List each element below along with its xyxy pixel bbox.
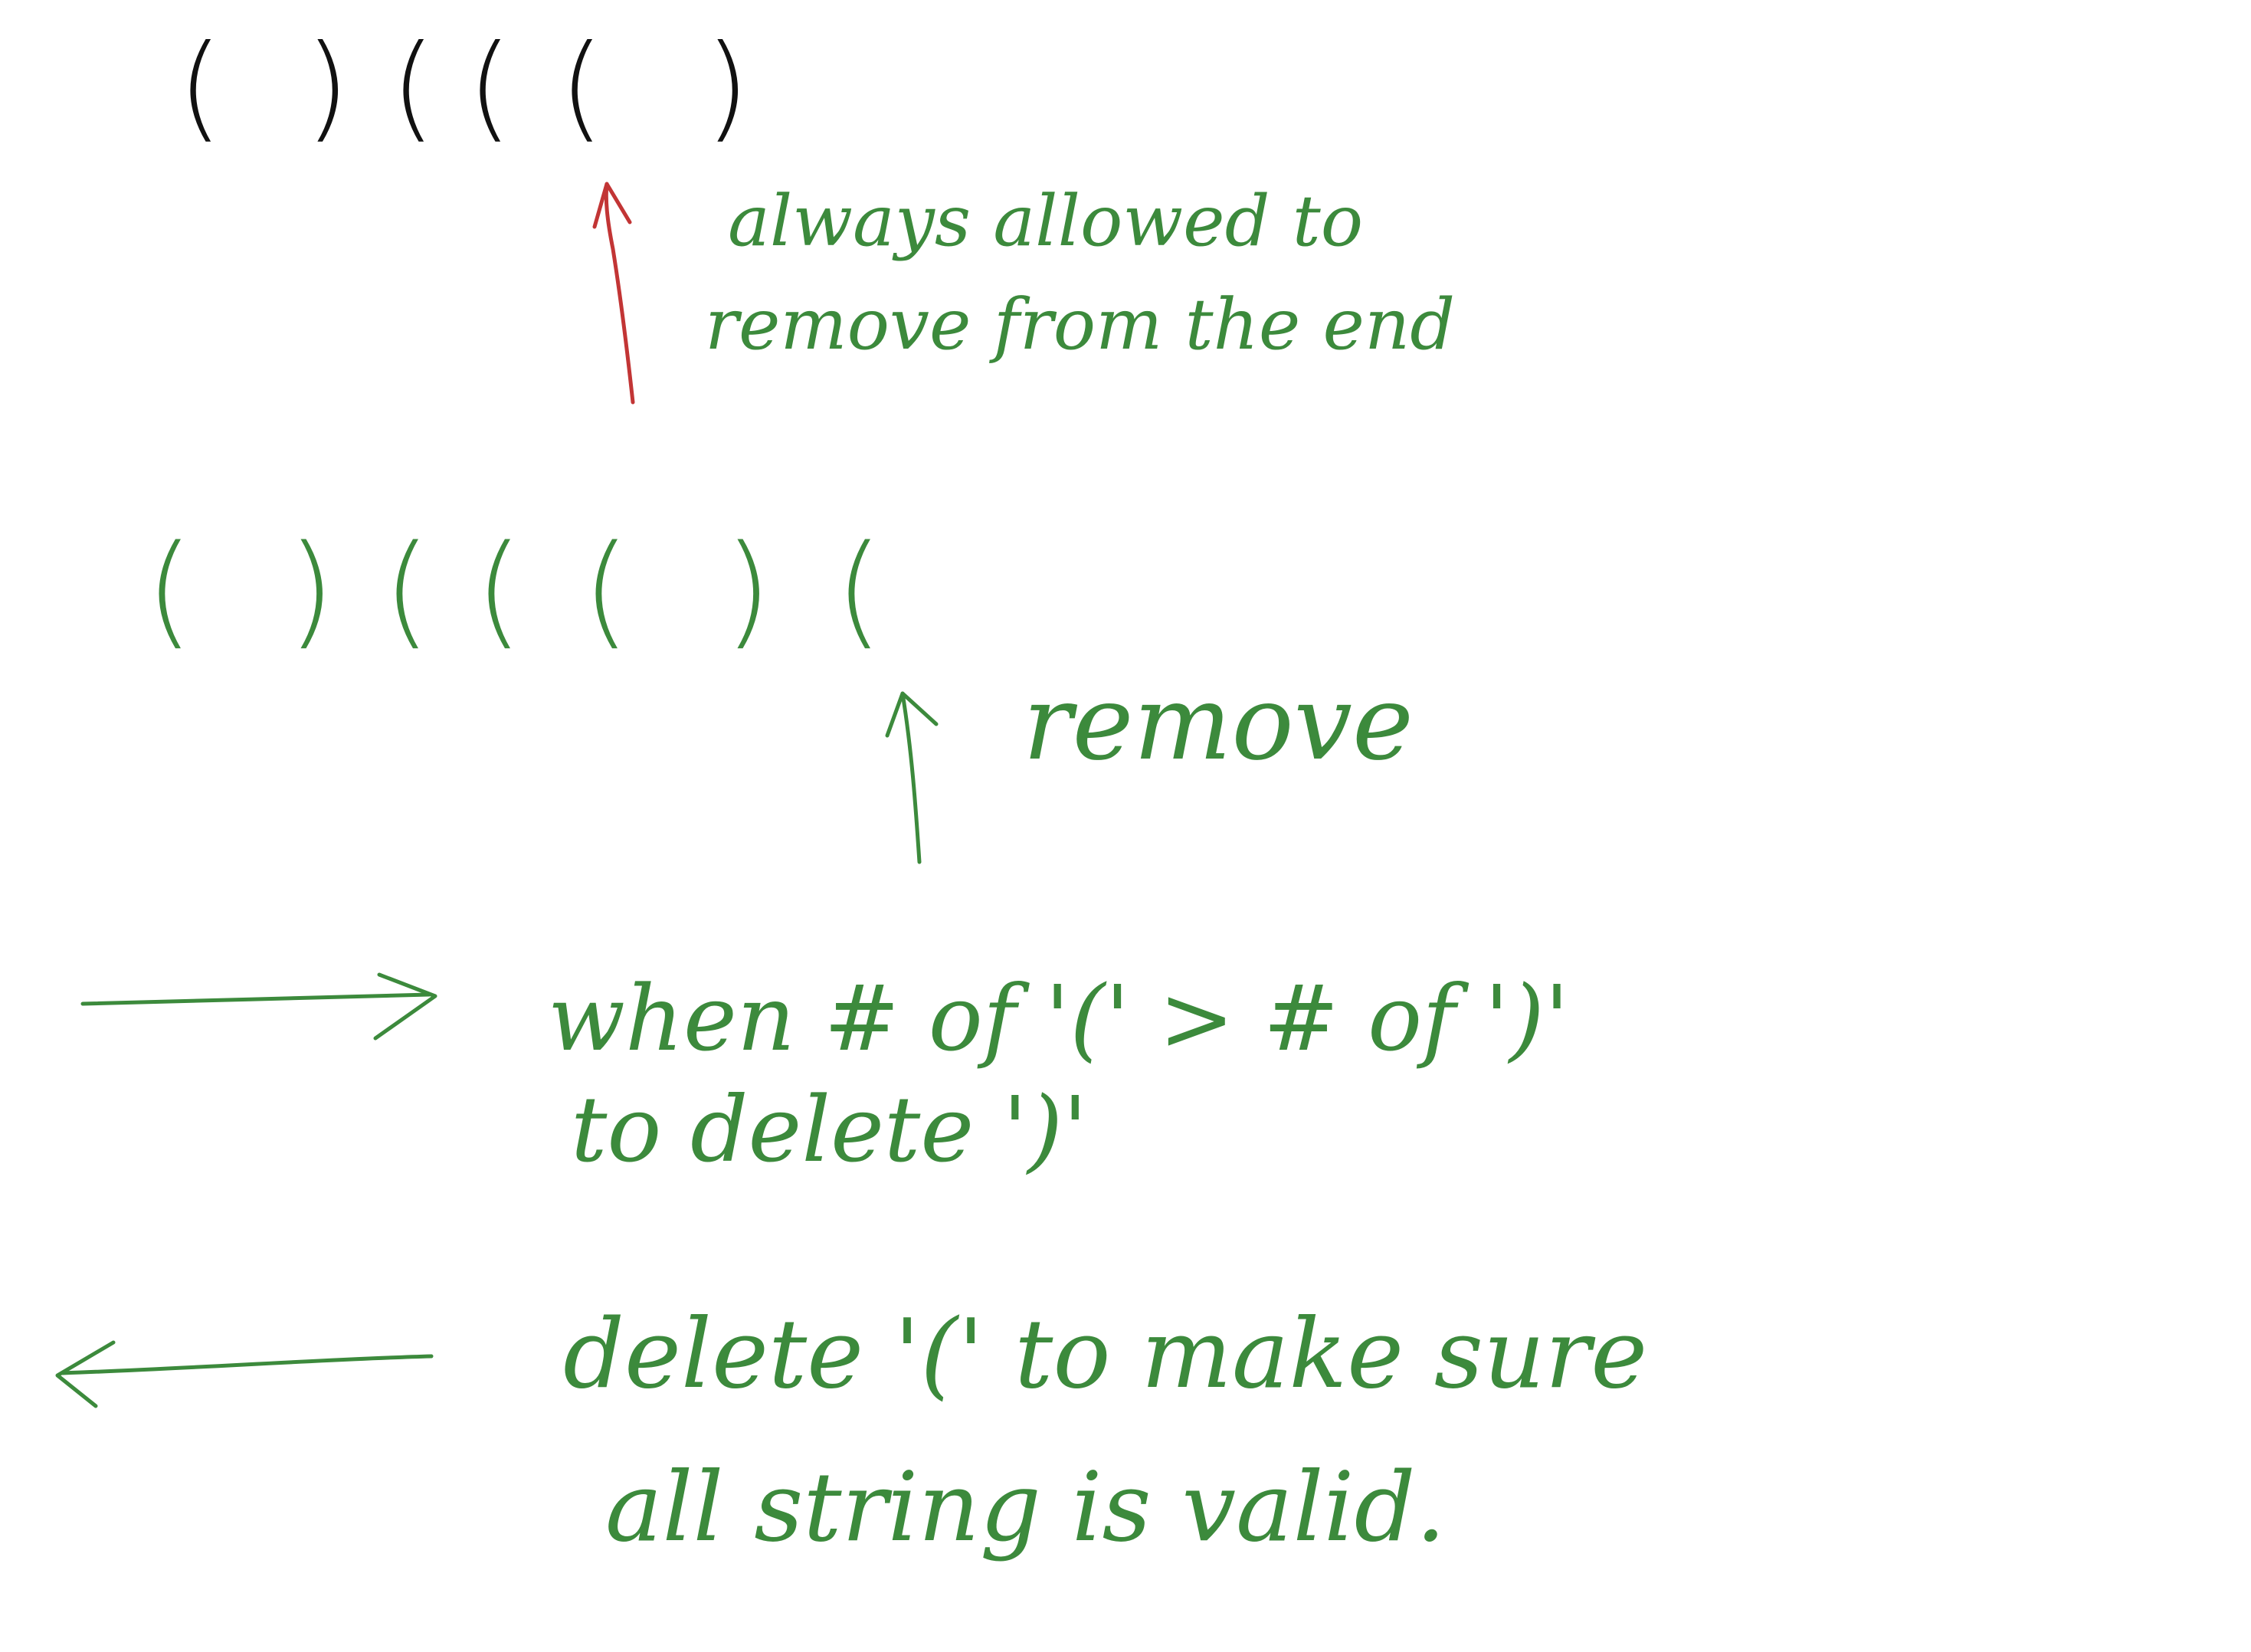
green-up-arrow bbox=[885, 691, 939, 864]
row2-paren-5: ( bbox=[582, 518, 630, 661]
arrow-up-head bbox=[885, 691, 939, 738]
arrow-right-icon bbox=[80, 992, 431, 1006]
note1-line2: remove from the end bbox=[705, 284, 1455, 365]
rule-left-line2: all string is valid. bbox=[605, 1452, 1446, 1563]
row1-paren-6: ) bbox=[705, 21, 750, 154]
row2-paren-2: ) bbox=[287, 518, 335, 661]
arrow-up-icon bbox=[900, 691, 922, 864]
rule-right-text: when # of '(' > # of ')' to delete ')' bbox=[548, 965, 1569, 1182]
row1-paren-2: ) bbox=[305, 21, 350, 154]
arrow-up-head bbox=[592, 182, 632, 229]
left-arrow bbox=[55, 1340, 434, 1408]
row1-paren-3: ( bbox=[391, 21, 436, 154]
arrow-left-icon bbox=[61, 1354, 434, 1375]
arrow-up-icon bbox=[604, 182, 635, 405]
rule-left-line1: delete '(' to make sure bbox=[563, 1299, 1647, 1410]
row1-paren-1: ( bbox=[178, 21, 223, 154]
row2-paren-sequence: ( ) ( ( ( ) ( bbox=[146, 518, 883, 661]
note-remove: remove bbox=[1023, 663, 1414, 783]
rule-right-line1: when # of '(' > # of ')' bbox=[548, 965, 1569, 1071]
arrow-left-head bbox=[55, 1340, 116, 1408]
row2-paren-4: ( bbox=[475, 518, 523, 661]
arrow-right-head bbox=[373, 972, 437, 1041]
row2-paren-7: ( bbox=[835, 518, 883, 661]
rule-right-line2: to delete ')' bbox=[571, 1077, 1088, 1182]
row1-paren-5: ( bbox=[559, 21, 605, 154]
row1-paren-4: ( bbox=[467, 21, 513, 154]
note1-line1: always allowed to bbox=[728, 180, 1363, 262]
row2-paren-6: ) bbox=[724, 518, 772, 661]
note-always-allowed: always allowed to remove from the end bbox=[705, 180, 1455, 365]
right-arrow bbox=[80, 972, 437, 1041]
rule-left-text: delete '(' to make sure all string is va… bbox=[563, 1299, 1647, 1563]
row2-paren-1: ( bbox=[146, 518, 193, 661]
row2-paren-3: ( bbox=[383, 518, 431, 661]
row1-paren-sequence: ( ) ( ( ( ) bbox=[178, 21, 750, 154]
red-up-arrow bbox=[592, 182, 635, 405]
